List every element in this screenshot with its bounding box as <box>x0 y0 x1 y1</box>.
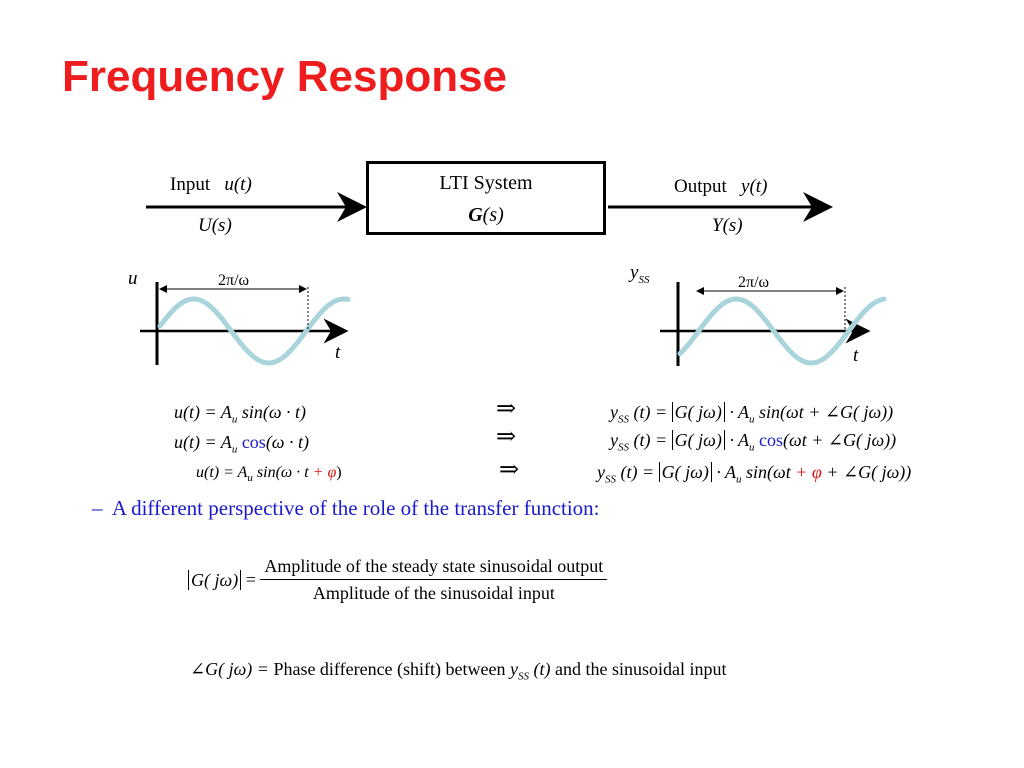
input-label-group: Input u(t) <box>170 174 252 196</box>
left-plot-ylabel: u <box>128 268 138 289</box>
output-label: Output <box>674 176 727 197</box>
output-laplace: Y(s) <box>712 215 743 236</box>
eq-row1-left: u(t) = Au sin(ω · t) <box>174 402 307 426</box>
eq-row3-right: ySS (t) = G( jω) · Au sin(ωt + φ + ∠G( j… <box>597 462 912 486</box>
right-plot-wave <box>677 296 887 366</box>
eq-row3-left: u(t) = Au sin(ω · t + φ) <box>196 464 342 485</box>
eq-row2-right: ySS (t) = G( jω) · Au cos(ωt + ∠G( jω)) <box>610 430 897 454</box>
bullet-text: A different perspective of the role of t… <box>111 496 600 520</box>
magnitude-lhs: G( jω) <box>188 569 242 590</box>
input-label: Input <box>170 174 211 195</box>
input-laplace: U(s) <box>198 215 232 236</box>
magnitude-definition: G( jω) = Amplitude of the steady state s… <box>188 556 608 604</box>
lti-system-block: LTI System G(s) <box>366 161 606 235</box>
implies-arrow-2: ⇒ <box>496 424 517 450</box>
phase-lhs: ∠G( jω) = <box>190 659 274 679</box>
left-period-label: 2π/ω <box>218 272 250 289</box>
magnitude-numerator: Amplitude of the steady state sinusoidal… <box>260 556 608 580</box>
right-plot-xlabel: t <box>853 345 859 366</box>
bullet-dash: – <box>92 496 103 520</box>
lti-system-tf: G(s) <box>468 204 504 226</box>
eq-row1-right: ySS (t) = G( jω) · Au sin(ωt + ∠G( jω)) <box>610 402 894 426</box>
right-plot-ylabel: ySS <box>630 262 650 286</box>
magnitude-fraction: Amplitude of the steady state sinusoidal… <box>260 556 608 604</box>
eq-row2-left: u(t) = Au cos(ω · t) <box>174 432 310 456</box>
output-time-signal: y(t) <box>741 176 768 197</box>
bullet-perspective: – A different perspective of the role of… <box>92 496 600 521</box>
input-time-signal: u(t) <box>224 174 252 195</box>
implies-arrow-1: ⇒ <box>496 396 517 422</box>
output-label-group: Output y(t) <box>674 176 767 198</box>
magnitude-denominator: Amplitude of the sinusoidal input <box>312 583 555 603</box>
implies-arrow-3: ⇒ <box>499 457 520 483</box>
left-plot-xlabel: t <box>335 342 341 363</box>
right-period-label: 2π/ω <box>738 274 770 291</box>
phase-definition: ∠G( jω) = Phase difference (shift) betwe… <box>190 659 727 683</box>
lti-system-name: LTI System <box>439 172 533 194</box>
left-plot-wave <box>157 296 351 366</box>
page-title: Frequency Response <box>62 52 508 101</box>
